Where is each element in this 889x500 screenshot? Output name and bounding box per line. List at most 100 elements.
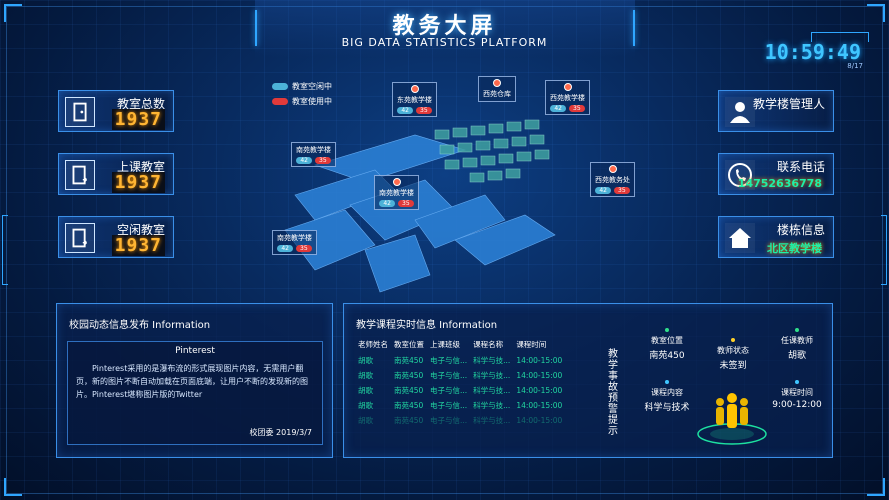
table-cell: 南苑450 xyxy=(394,371,424,380)
table-header-row: 老师姓名 教室位置 上课班级 课程名称 课程时间 xyxy=(358,339,568,355)
used-count: 35 xyxy=(296,245,312,252)
building-name: 南苑教学楼 xyxy=(296,146,331,154)
used-count: 35 xyxy=(315,157,331,164)
table-row[interactable]: 胡歌 南苑450 电子与信... 科学与技... 14:00-15:00 xyxy=(358,400,568,415)
card-free-rooms[interactable]: 空闲教室 1937 xyxy=(58,216,174,258)
clock-date: 8/17 xyxy=(847,62,863,70)
table-cell: 胡歌 xyxy=(358,371,373,380)
card-label: 上课教室 xyxy=(116,160,165,174)
map-pin-icon xyxy=(608,165,617,173)
table-cell: 胡歌 xyxy=(358,356,373,365)
status-dot xyxy=(731,338,735,342)
table-cell: 南苑450 xyxy=(394,386,424,395)
corner-decoration xyxy=(4,4,22,22)
free-count: 42 xyxy=(397,107,413,114)
used-count: 35 xyxy=(416,107,432,114)
column-header: 上课班级 xyxy=(430,340,460,349)
warning-vertical-label: 教学事故预警提示 xyxy=(608,349,618,437)
detail-label: 课程时间 xyxy=(781,388,813,397)
map-pin-icon xyxy=(410,85,419,93)
corner-decoration xyxy=(4,478,22,496)
building-name: 西苑教学楼 xyxy=(550,94,585,102)
legend-label: 教室空闲中 xyxy=(292,82,332,91)
map-pin-icon xyxy=(563,83,572,91)
table-cell: 电子与信... xyxy=(430,371,468,380)
news-panel-title: 校园动态信息发布 Information xyxy=(69,320,211,331)
news-heading: Pinterest xyxy=(175,346,215,356)
card-total-rooms[interactable]: 教室总数 1937 xyxy=(58,90,174,132)
detail-value: 9:00-12:00 xyxy=(772,400,822,410)
table-cell: 科学与技... xyxy=(473,356,511,365)
table-cell: 南苑450 xyxy=(394,416,424,425)
detail-value: 胡歌 xyxy=(787,351,806,361)
column-header: 老师姓名 xyxy=(358,340,388,349)
clock-frame xyxy=(811,32,869,42)
card-label: 空闲教室 xyxy=(116,223,165,237)
legend-swatch xyxy=(272,83,288,90)
card-value: 1937 xyxy=(111,109,165,130)
table-cell: 14:00-15:00 xyxy=(516,356,563,365)
legend-item-used: 教室使用中 xyxy=(272,96,332,107)
card-in-use-rooms[interactable]: 上课教室 1937 xyxy=(58,153,174,195)
home-icon xyxy=(725,223,755,253)
free-count: 42 xyxy=(595,187,611,194)
people-group-icon xyxy=(692,386,772,446)
building-tag[interactable]: 西苑仓库 xyxy=(478,76,516,102)
table-cell: 电子与信... xyxy=(430,356,468,365)
table-cell: 14:00-15:00 xyxy=(516,386,563,395)
status-dot xyxy=(795,380,799,384)
door-icon xyxy=(65,97,95,127)
news-signature: 校团委 2019/3/7 xyxy=(249,428,312,437)
table-row[interactable]: 胡歌 南苑450 电子与信... 科学与技... 14:00-15:00 xyxy=(358,355,568,370)
person-icon xyxy=(725,97,755,127)
screen-frame xyxy=(6,6,883,494)
detail-label: 任课教师 xyxy=(781,336,813,345)
table-cell: 胡歌 xyxy=(358,416,373,425)
card-building-manager[interactable]: 教学楼管理人 xyxy=(718,90,834,132)
status-dot xyxy=(795,328,799,332)
legend-swatch xyxy=(272,98,288,105)
table-cell: 14:00-15:00 xyxy=(516,401,563,410)
table-cell: 14:00-15:00 xyxy=(516,371,563,380)
free-count: 42 xyxy=(550,105,566,112)
clock-time: 10:59:49 xyxy=(764,40,861,64)
news-item[interactable]: Pinterest Pinterest采用的是瀑布流的形式展现图片内容，无需用户… xyxy=(67,341,323,445)
building-name: 东苑教学楼 xyxy=(397,96,432,104)
card-contact-phone[interactable]: 联系电话 14752636778 xyxy=(718,153,834,195)
table-cell: 14:00-15:00 xyxy=(516,416,563,425)
detail-value: 未签到 xyxy=(719,361,747,371)
classroom-free-icon xyxy=(65,223,95,253)
detail-label: 教室位置 xyxy=(651,336,683,345)
card-building-info[interactable]: 楼栋信息 北区教学楼 xyxy=(718,216,834,258)
course-panel-title: 教学课程实时信息 Information xyxy=(356,320,498,331)
legend-item-free: 教室空闲中 xyxy=(272,81,332,92)
detail-value: 南苑450 xyxy=(649,351,685,361)
card-value: 北区教学楼 xyxy=(767,242,822,255)
used-count: 35 xyxy=(398,200,414,207)
table-cell: 电子与信... xyxy=(430,401,468,410)
table-cell: 胡歌 xyxy=(358,401,373,410)
used-count: 35 xyxy=(614,187,630,194)
map-pin-icon xyxy=(493,79,501,87)
card-label: 联系电话 xyxy=(776,160,825,174)
free-count: 42 xyxy=(379,200,395,207)
detail-teacher-status: 教师状态 未签到 xyxy=(698,338,768,371)
table-cell: 南苑450 xyxy=(394,401,424,410)
table-cell: 科学与技... xyxy=(473,401,511,410)
table-cell: 南苑450 xyxy=(394,356,424,365)
free-count: 42 xyxy=(296,157,312,164)
campus-map[interactable] xyxy=(255,70,650,295)
column-header: 教室位置 xyxy=(394,340,424,349)
detail-label: 教师状态 xyxy=(717,346,749,355)
card-value: 1937 xyxy=(111,172,165,193)
table-cell: 胡歌 xyxy=(358,386,373,395)
